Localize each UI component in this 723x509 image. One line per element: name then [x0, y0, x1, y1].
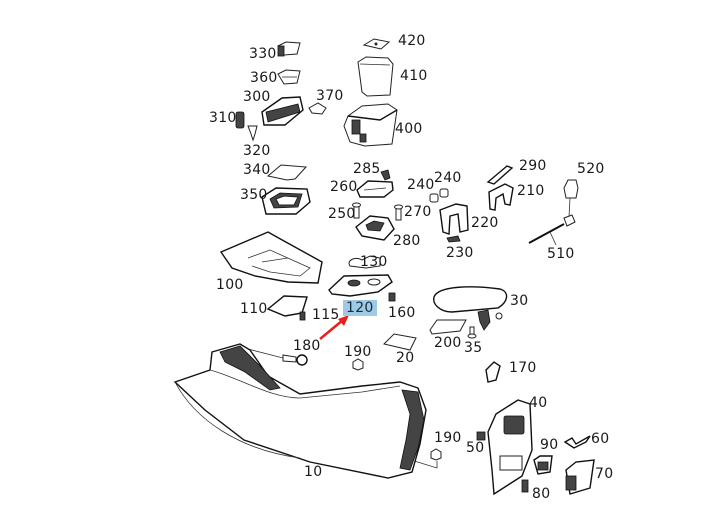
- callout-170[interactable]: 170: [509, 360, 537, 376]
- callout-130[interactable]: 130: [360, 254, 388, 270]
- part-100-shape[interactable]: [219, 231, 323, 284]
- part-350-shape[interactable]: [261, 187, 311, 215]
- part-160-shape[interactable]: [388, 292, 396, 302]
- part-210-shape[interactable]: [488, 183, 514, 211]
- callout-60[interactable]: 60: [591, 431, 610, 447]
- callout-350[interactable]: 350: [240, 187, 268, 203]
- part-120-shape[interactable]: [328, 274, 393, 297]
- callout-400[interactable]: 400: [395, 121, 423, 137]
- callout-330[interactable]: 330: [249, 46, 277, 62]
- highlight-arrow: [319, 315, 349, 340]
- callout-120-highlighted[interactable]: 120: [343, 300, 377, 316]
- part-70-shape[interactable]: [565, 459, 595, 495]
- callout-220[interactable]: 220: [471, 215, 499, 231]
- part-300-shape[interactable]: [261, 96, 304, 126]
- part-35-shape[interactable]: [467, 326, 477, 339]
- part-190a-shape[interactable]: [352, 358, 364, 371]
- part-420-shape[interactable]: [362, 38, 391, 50]
- part-400-shape[interactable]: [343, 103, 398, 147]
- callout-160[interactable]: 160: [388, 305, 416, 321]
- callout-410[interactable]: 410: [400, 68, 428, 84]
- callout-360[interactable]: 360: [250, 70, 278, 86]
- part-200-shape[interactable]: [429, 319, 467, 335]
- part-60-shape[interactable]: [563, 435, 591, 449]
- part-80-shape[interactable]: [521, 479, 529, 493]
- part-90-shape[interactable]: [533, 455, 553, 475]
- callout-190a[interactable]: 190: [344, 344, 372, 360]
- callout-80[interactable]: 80: [532, 486, 551, 502]
- callout-110[interactable]: 110: [240, 301, 268, 317]
- callout-190b[interactable]: 190: [434, 430, 462, 446]
- part-115-shape[interactable]: [299, 311, 306, 321]
- callout-520[interactable]: 520: [577, 161, 605, 177]
- part-190b-shape[interactable]: [410, 448, 442, 469]
- callout-230[interactable]: 230: [446, 245, 474, 261]
- callout-280[interactable]: 280: [393, 233, 421, 249]
- callout-300[interactable]: 300: [243, 89, 271, 105]
- callout-310[interactable]: 310: [209, 110, 237, 126]
- callout-115[interactable]: 115: [312, 307, 340, 323]
- callout-70[interactable]: 70: [595, 466, 614, 482]
- part-130-shape[interactable]: [348, 255, 381, 269]
- part-40-shape[interactable]: [487, 399, 533, 496]
- part-340-shape[interactable]: [266, 164, 308, 181]
- part-285-shape[interactable]: [380, 169, 391, 181]
- part-220-shape[interactable]: [439, 203, 469, 235]
- part-50-shape[interactable]: [476, 431, 486, 441]
- callout-290[interactable]: 290: [519, 158, 547, 174]
- callout-370[interactable]: 370: [316, 88, 344, 104]
- callout-210[interactable]: 210: [517, 183, 545, 199]
- part-330-shape[interactable]: [277, 41, 301, 57]
- callout-40[interactable]: 40: [529, 395, 548, 411]
- callout-200[interactable]: 200: [434, 335, 462, 351]
- callout-420[interactable]: 420: [398, 33, 426, 49]
- callout-240b[interactable]: 240: [434, 170, 462, 186]
- part-20-shape[interactable]: [383, 333, 417, 351]
- callout-35[interactable]: 35: [464, 340, 483, 356]
- callout-250[interactable]: 250: [328, 206, 356, 222]
- callout-30[interactable]: 30: [510, 293, 529, 309]
- callout-20[interactable]: 20: [396, 350, 415, 366]
- part-510-shape[interactable]: [528, 197, 576, 246]
- callout-240a[interactable]: 240: [407, 177, 435, 193]
- part-410-shape[interactable]: [357, 56, 394, 97]
- part-270-shape[interactable]: [394, 204, 403, 221]
- callout-10[interactable]: 10: [304, 464, 323, 480]
- callout-320[interactable]: 320: [243, 143, 271, 159]
- part-310-shape[interactable]: [235, 111, 245, 129]
- part-370-shape[interactable]: [308, 102, 327, 115]
- callout-50[interactable]: 50: [466, 440, 485, 456]
- callout-180[interactable]: 180: [293, 338, 321, 354]
- part-230-shape[interactable]: [446, 235, 461, 243]
- part-170-shape[interactable]: [485, 361, 501, 383]
- part-240-shape[interactable]: [429, 188, 449, 203]
- part-250-shape[interactable]: [352, 202, 361, 219]
- part-30-shape[interactable]: [433, 286, 508, 331]
- callout-260[interactable]: 260: [330, 179, 358, 195]
- part-10-shape[interactable]: [173, 343, 427, 479]
- callout-285[interactable]: 285: [353, 161, 381, 177]
- part-360-shape[interactable]: [277, 69, 301, 85]
- callout-90[interactable]: 90: [540, 437, 559, 453]
- part-280-shape[interactable]: [355, 215, 395, 241]
- callout-510[interactable]: 510: [547, 246, 575, 262]
- callout-100[interactable]: 100: [216, 277, 244, 293]
- part-520-shape[interactable]: [563, 179, 579, 199]
- callout-270[interactable]: 270: [404, 204, 432, 220]
- part-320-shape[interactable]: [247, 125, 258, 142]
- part-260-shape[interactable]: [356, 180, 394, 198]
- part-290-shape[interactable]: [486, 165, 514, 185]
- part-110-shape[interactable]: [266, 295, 308, 317]
- callout-340[interactable]: 340: [243, 162, 271, 178]
